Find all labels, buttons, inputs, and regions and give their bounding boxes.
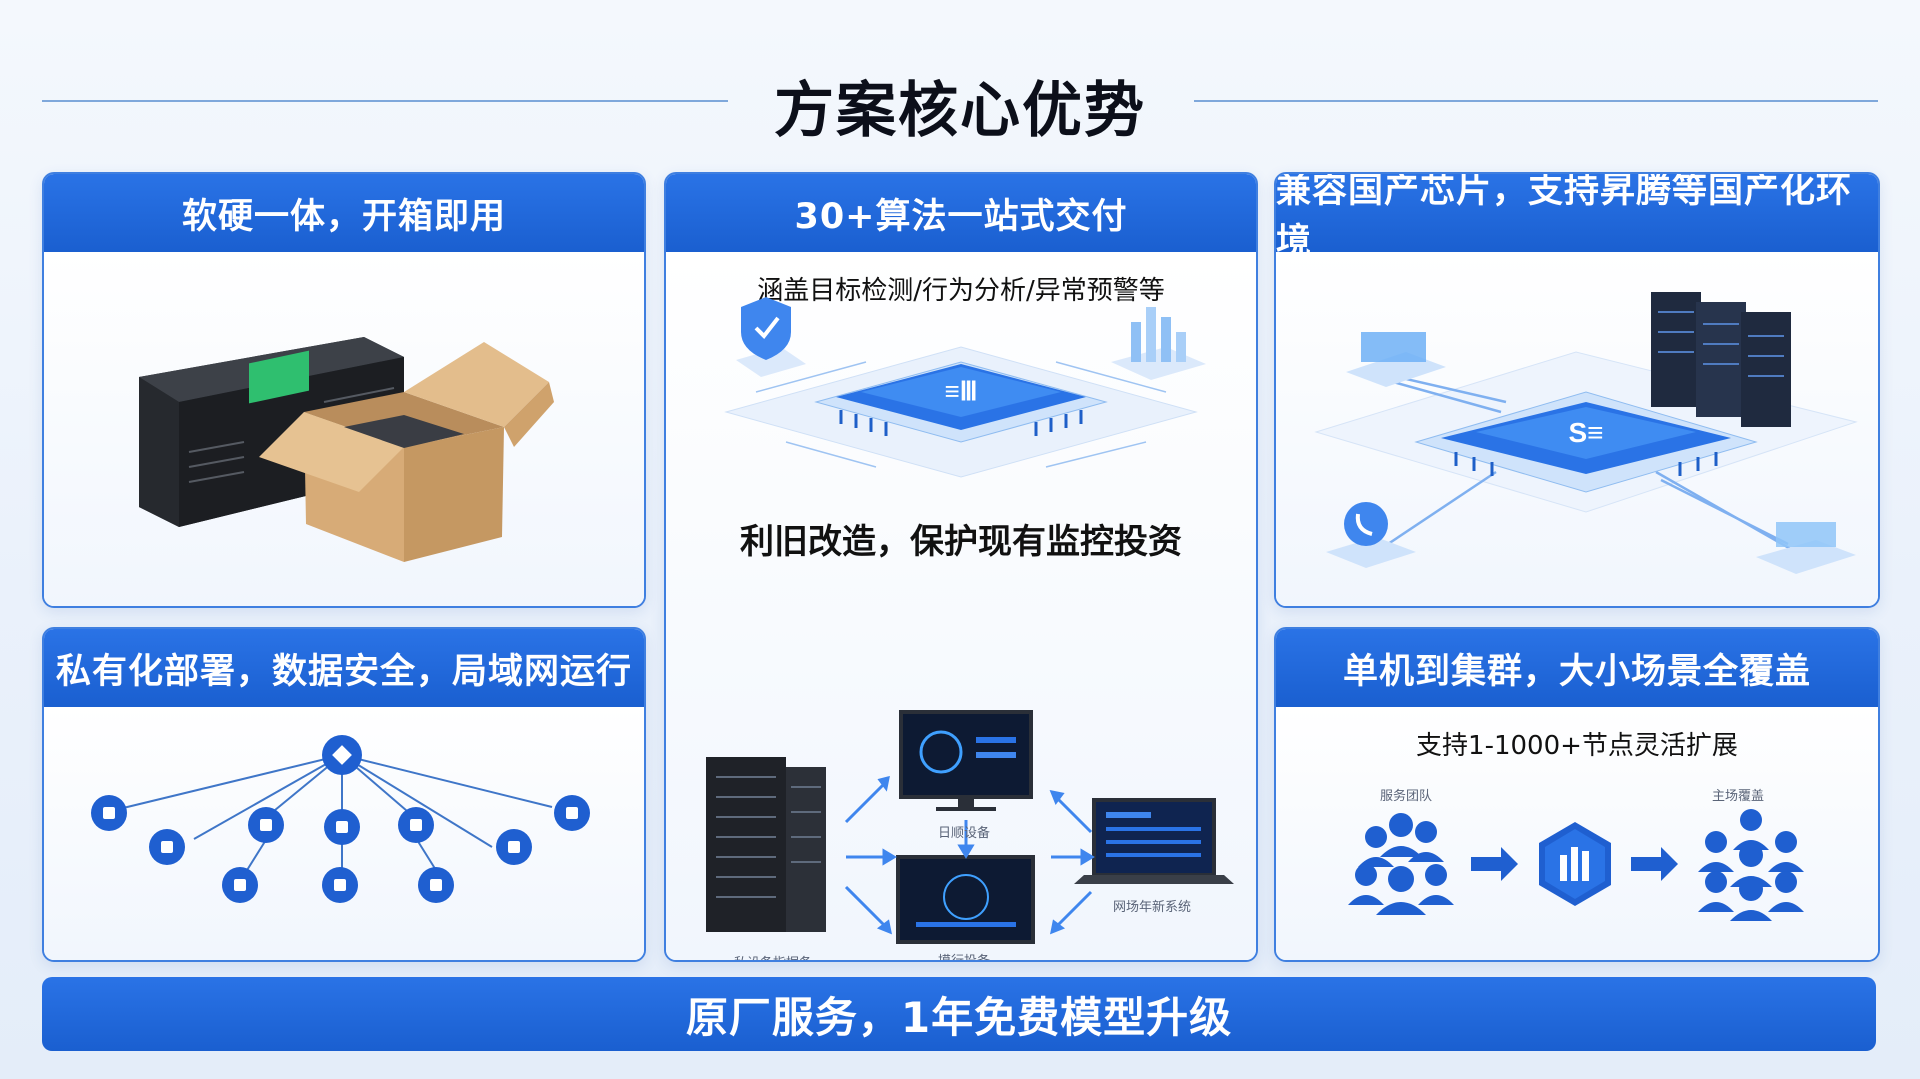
card-cluster: 单机到集群，大小场景全覆盖 支持1-1000+节点灵活扩展 服务团队 主场覆盖 [1274,627,1880,962]
team-group-icon-right [1698,809,1804,921]
header-line-right [1194,100,1878,102]
label-laptop: 网场年新系统 [1113,900,1192,915]
card-hardware-title: 软硬一体，开箱即用 [44,174,644,252]
card-chips-title: 兼容国产芯片，支持昇腾等国产化环境 [1276,174,1878,262]
card-hardware: 软硬一体，开箱即用 [42,172,646,608]
card-cluster-body: 支持1-1000+节点灵活扩展 服务团队 主场覆盖 [1276,707,1878,960]
card-chips: 兼容国产芯片，支持昇腾等国产化环境 S≡ [1274,172,1880,608]
cluster-label-left: 服务团队 [1380,789,1433,804]
card-algorithms: 30+算法一站式交付 涵盖目标检测/行为分析/异常预警等 ≡Ⅲ [664,172,1258,962]
card-private-title: 私有化部署，数据安全，局域网运行 [44,629,644,707]
cluster-scaling-diagram [1348,809,1804,921]
arrow-right-icon-1 [1471,847,1518,881]
card-cluster-title: 单机到集群，大小场景全覆盖 [1276,629,1878,707]
card-private-body [44,707,644,960]
module-top-left-icon [1346,332,1446,387]
server-cluster-icon [1651,292,1791,427]
card-chips-body: S≡ [1276,252,1878,606]
module-bottom-right-icon [1756,522,1856,574]
label-server: 私设备指据备 [734,952,812,960]
network-topology-diagram [91,735,590,903]
hardware-box-illustration [139,337,554,562]
card-algorithms-body: 涵盖目标检测/行为分析/异常预警等 ≡Ⅲ [666,252,1256,960]
page-title: 方案核心优势 [774,76,1146,146]
algorithms-section2-title: 利旧改造，保护现有监控投资 [740,522,1182,562]
header-line-left [42,100,728,102]
platform-hexagon-icon [1539,822,1611,906]
card-algorithms-title: 30+算法一站式交付 [666,174,1256,252]
card-hardware-body [44,252,644,606]
bar-chart-icon [1111,307,1206,380]
card-private: 私有化部署，数据安全，局域网运行 [42,627,646,962]
label-monitor-bottom: 摸行投备 [938,954,991,962]
algorithms-subtitle: 涵盖目标检测/行为分析/异常预警等 [757,276,1165,306]
arrow-right-icon-2 [1631,847,1678,881]
team-group-icon-left [1348,813,1454,915]
device-screen [249,350,309,404]
footer-banner: 原厂服务，1年免费模型升级 [42,977,1876,1051]
cluster-label-right: 主场覆盖 [1712,789,1765,804]
svg-text:S≡: S≡ [1568,417,1603,448]
shield-icon [736,297,806,377]
label-monitor-top: 日顺设备 [938,826,991,841]
cluster-subtitle: 支持1-1000+节点灵活扩展 [1416,731,1738,761]
chips-illustration: S≡ [1314,292,1858,574]
phone-icon [1326,502,1416,568]
svg-text:≡Ⅲ: ≡Ⅲ [944,376,977,406]
algorithms-illustration: ≡Ⅲ [724,297,1206,478]
